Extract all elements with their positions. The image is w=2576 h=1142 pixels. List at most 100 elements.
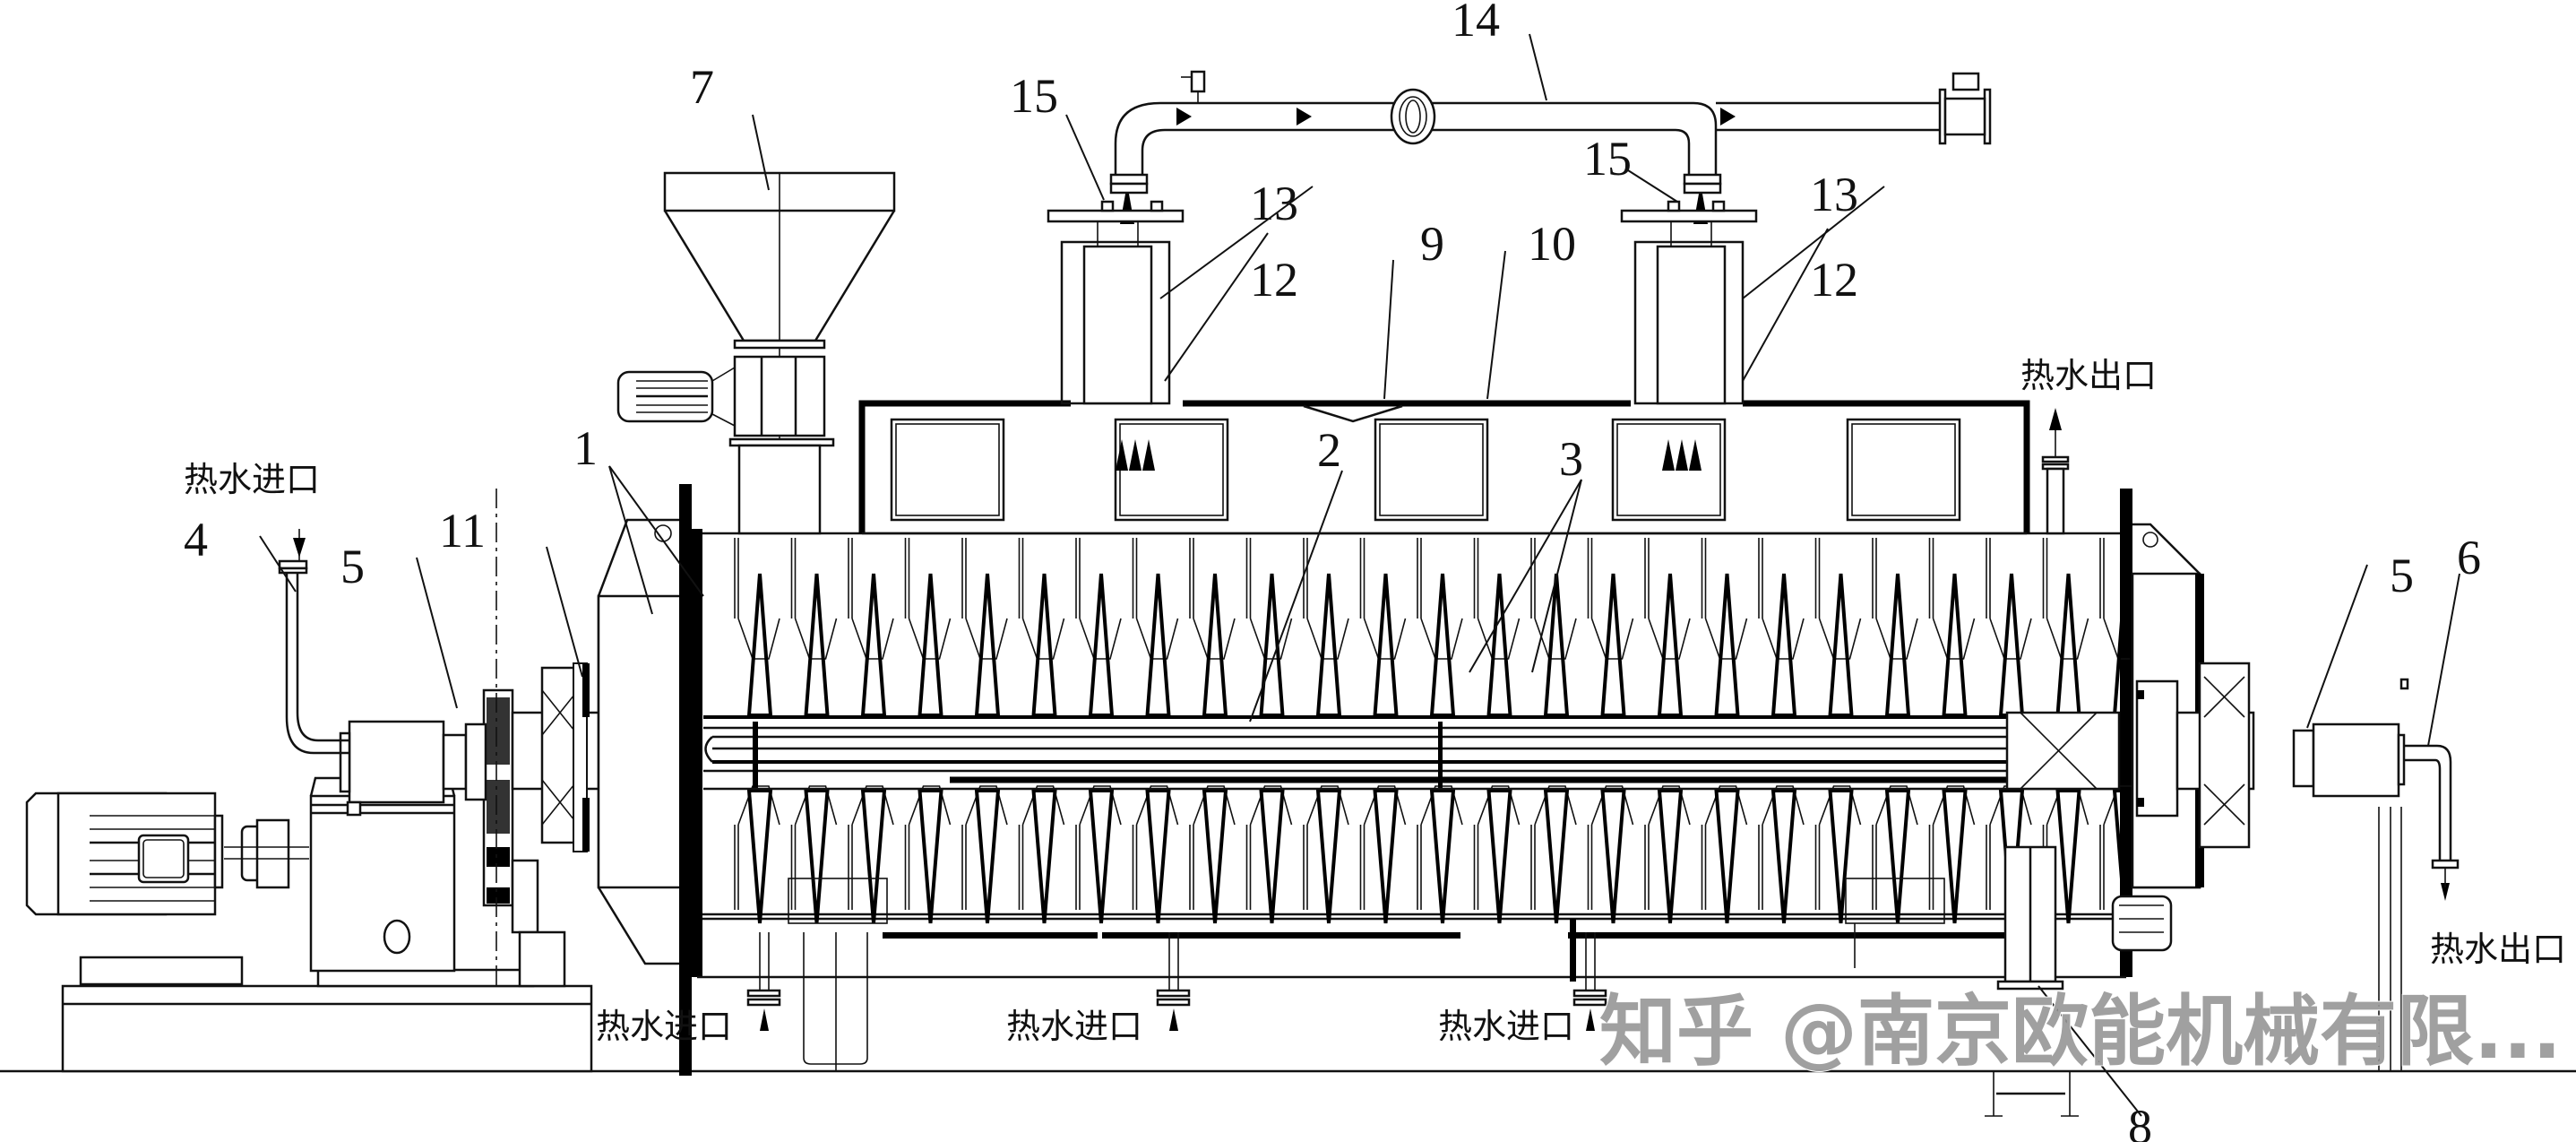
trough-sawtooth: [1306, 785, 1349, 826]
bottom-hot-water-inlets: [746, 878, 1945, 1071]
discharge-valve: [1985, 845, 2173, 1117]
callout-7: 7: [690, 60, 714, 114]
callout-9: 9: [1420, 217, 1444, 271]
paddle-wedge-lower: [918, 789, 943, 924]
trough-sawtooth: [1021, 618, 1065, 660]
trough-sawtooth: [1249, 785, 1293, 826]
paddle-wedge-lower: [1031, 789, 1057, 924]
main-motor: [25, 792, 309, 916]
exhaust-pipe: [1114, 70, 1992, 175]
left-rotary-joint: [278, 559, 487, 817]
trough-sawtooth: [965, 618, 1008, 660]
leader-lines: [259, 33, 2460, 1117]
flow-labels: 热水进口 热水出口 热水出口 热水进口 热水进口 热水进口: [184, 356, 2566, 1046]
trough-sawtooth: [1932, 785, 1976, 826]
trough-sawtooth: [1135, 618, 1179, 660]
paddle-blades: [734, 538, 2146, 924]
label-hot-water-inlet-bottom-2: 热水进口: [1006, 1007, 1142, 1046]
trough-sawtooth: [1704, 618, 1748, 660]
trough-sawtooth: [1762, 785, 1805, 826]
trough-sawtooth: [851, 618, 894, 660]
trough-sawtooth: [1021, 785, 1065, 826]
dryer-trough: [690, 489, 2132, 982]
paddle-wedge-lower: [1600, 789, 1626, 924]
trough-sawtooth: [1079, 618, 1122, 660]
paddle-wedge-lower: [1543, 789, 1570, 924]
callout-3: 3: [1559, 432, 1583, 486]
trough-sawtooth: [908, 618, 952, 660]
trough-sawtooth: [1477, 785, 1521, 826]
label-hot-water-outlet-right: 热水出口: [2430, 930, 2566, 969]
callout-12-right: 12: [1810, 253, 1858, 307]
trough-sawtooth: [1363, 785, 1407, 826]
trough-sawtooth: [1818, 618, 1862, 660]
trough-sawtooth: [1420, 785, 1463, 826]
callout-5-left: 5: [340, 540, 365, 593]
trough-sawtooth: [1079, 785, 1122, 826]
callout-4: 4: [184, 513, 208, 567]
trough-sawtooth: [1762, 618, 1805, 660]
left-end-housing: [597, 484, 692, 1076]
paddle-wedge-lower: [1202, 789, 1228, 924]
callout-2: 2: [1317, 423, 1341, 477]
left-chimney: [1047, 173, 1185, 405]
trough-sawtooth: [1534, 785, 1577, 826]
callout-13-left: 13: [1250, 177, 1298, 230]
callout-15-right: 15: [1583, 132, 1632, 186]
trough-sawtooth: [1818, 785, 1862, 826]
callout-13-right: 13: [1810, 168, 1858, 221]
trough-sawtooth: [851, 785, 894, 826]
callout-11: 11: [439, 504, 486, 558]
trough-sawtooth: [2046, 618, 2089, 660]
trough-sawtooth: [1193, 785, 1236, 826]
callout-10: 10: [1528, 217, 1576, 271]
drive-base: [61, 956, 593, 1073]
paddle-wedge-lower: [1486, 789, 1512, 924]
trough-sawtooth: [965, 785, 1008, 826]
trough-sawtooth: [1590, 618, 1634, 660]
paddle-wedge-lower: [1429, 789, 1456, 924]
upper-hood: [858, 400, 2030, 535]
trough-sawtooth: [794, 618, 838, 660]
trough-sawtooth: [908, 785, 952, 826]
watermark: 知乎 @南京欧能机械有限...: [1599, 987, 2562, 1077]
trough-sawtooth: [737, 618, 780, 660]
paddle-wedge-lower: [2055, 789, 2081, 924]
paddle-wedge-lower: [804, 789, 830, 924]
paddle-wedge-lower: [2112, 789, 2139, 924]
paddle-wedge-lower: [1884, 789, 1911, 924]
callout-5-right: 5: [2390, 549, 2414, 602]
callout-8: 8: [2128, 1100, 2152, 1142]
right-end-housing: [2005, 523, 2460, 1071]
right-chimney: [1620, 173, 1758, 405]
paddle-wedge-lower: [1145, 789, 1171, 924]
trough-sawtooth: [1363, 618, 1407, 660]
label-hot-water-inlet-bottom-1: 热水进口: [596, 1007, 732, 1046]
trough-sawtooth: [1590, 785, 1634, 826]
paddle-wedge-lower: [1770, 789, 1797, 924]
callout-14: 14: [1452, 0, 1500, 47]
feed-hopper: [616, 171, 896, 535]
paddle-wedge-lower: [1259, 789, 1285, 924]
trough-sawtooth: [1989, 618, 2032, 660]
trough-sawtooth: [1477, 618, 1521, 660]
paddle-wedge-lower: [860, 789, 887, 924]
label-hot-water-inlet-bottom-3: 热水进口: [1438, 1007, 1574, 1046]
trough-sawtooth: [1875, 618, 1918, 660]
paddle-wedge-lower: [1828, 789, 1854, 924]
callout-12-left: 12: [1250, 253, 1298, 307]
top-hot-water-outlet: [2041, 408, 2070, 535]
left-inlet-arrow: [293, 529, 306, 560]
paddle-wedge-lower: [1088, 789, 1115, 924]
paddle-wedge-lower: [746, 789, 773, 924]
paddle-wedge-upper: [2112, 573, 2139, 717]
paddle-wedge-lower: [1942, 789, 1968, 924]
trough-sawtooth: [737, 785, 780, 826]
trough-sawtooth: [1534, 618, 1577, 660]
trough-sawtooth: [1420, 618, 1463, 660]
part-callouts: 7 14 15 15 13 13 12 12 9 10 1 2 3 4 5 11…: [184, 0, 2481, 1142]
hollow-shaft: [703, 715, 2115, 791]
paddle-wedge-lower: [1373, 789, 1399, 924]
label-hot-water-inlet-left: 热水进口: [184, 460, 320, 499]
